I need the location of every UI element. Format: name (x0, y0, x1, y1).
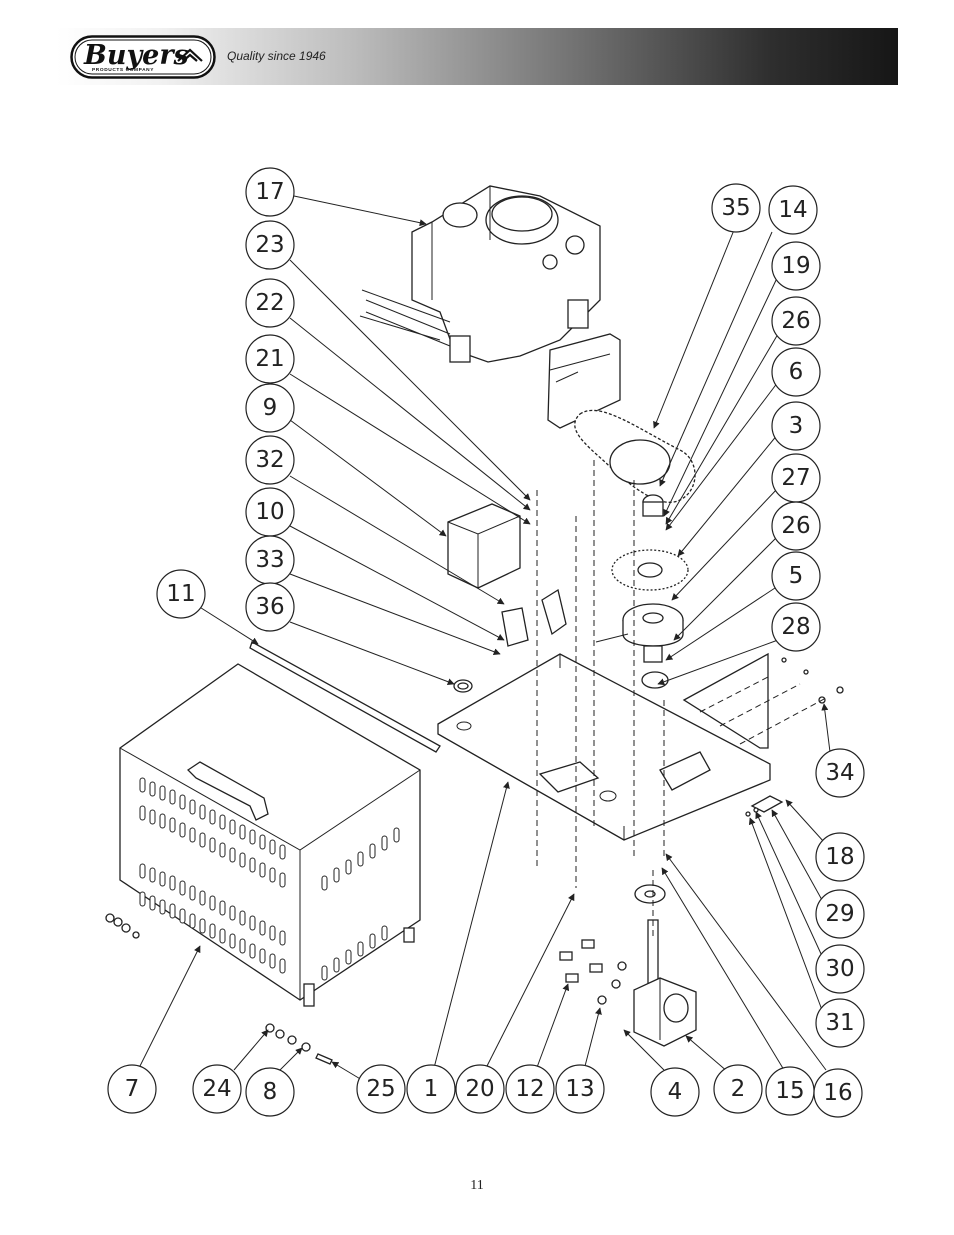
engine-part (359, 185, 621, 429)
svg-text:14: 14 (778, 197, 807, 223)
callout: 1 (406, 1064, 456, 1114)
callout: 35 (711, 183, 761, 233)
svg-text:24: 24 (202, 1076, 231, 1102)
assembly-axis-lines (536, 460, 827, 940)
callout: 9 (245, 383, 295, 433)
callout: 32 (245, 435, 295, 485)
callout: 22 (245, 278, 295, 328)
svg-text:28: 28 (781, 614, 810, 640)
callout: 18 (815, 832, 865, 882)
callout: 5 (771, 551, 821, 601)
callout: 24 (192, 1064, 242, 1114)
callout: 28 (771, 602, 821, 652)
svg-text:17: 17 (255, 179, 284, 205)
svg-text:31: 31 (825, 1010, 854, 1036)
svg-text:33: 33 (255, 547, 284, 573)
callout: 17 (245, 167, 295, 217)
side-plate-part (682, 652, 769, 749)
bracket-part (453, 588, 567, 693)
svg-text:3: 3 (789, 413, 804, 439)
svg-text:26: 26 (781, 513, 810, 539)
battery-part (447, 503, 521, 589)
hardware-part (105, 657, 844, 1065)
svg-text:35: 35 (721, 195, 750, 221)
svg-text:19: 19 (781, 253, 810, 279)
svg-text:12: 12 (515, 1076, 544, 1102)
svg-text:15: 15 (775, 1078, 804, 1104)
callout: 6 (771, 347, 821, 397)
svg-text:18: 18 (825, 844, 854, 870)
svg-text:8: 8 (263, 1079, 278, 1105)
callout: 14 (768, 185, 818, 235)
callout: 7 (107, 1064, 157, 1114)
svg-text:6: 6 (789, 359, 804, 385)
svg-text:25: 25 (366, 1076, 395, 1102)
svg-text:36: 36 (255, 594, 284, 620)
callout: 33 (245, 535, 295, 585)
leader-lines (137, 195, 831, 1081)
cover-vent-slots (139, 777, 400, 981)
callout: 12 (505, 1064, 555, 1114)
svg-text:32: 32 (255, 447, 284, 473)
callout: 31 (815, 998, 865, 1048)
callout: 19 (771, 241, 821, 291)
callout: 26 (771, 296, 821, 346)
gearbox-part (633, 884, 697, 1047)
callout: 23 (245, 220, 295, 270)
svg-text:27: 27 (781, 465, 810, 491)
svg-text:13: 13 (565, 1076, 594, 1102)
callout: 4 (650, 1067, 700, 1117)
callout: 29 (815, 889, 865, 939)
callout: 10 (245, 487, 295, 537)
svg-text:30: 30 (825, 956, 854, 982)
svg-text:22: 22 (255, 290, 284, 316)
svg-text:1: 1 (424, 1076, 439, 1102)
svg-text:29: 29 (825, 901, 854, 927)
svg-text:21: 21 (255, 346, 284, 372)
svg-text:PRODUCTS COMPANY: PRODUCTS COMPANY (92, 67, 154, 73)
callout: 13 (555, 1064, 605, 1114)
sprocket-clutch-part (595, 494, 689, 689)
callout: 2 (713, 1064, 763, 1114)
callout: 34 (815, 748, 865, 798)
buyers-logo: Buyers PRODUCTS COMPANY (70, 35, 216, 79)
callout: 11 (156, 569, 206, 619)
callout: 8 (245, 1067, 295, 1117)
svg-text:26: 26 (781, 308, 810, 334)
weather-strip-part (249, 641, 441, 753)
svg-text:10: 10 (255, 499, 284, 525)
base-plate-part (437, 653, 771, 841)
callout: 27 (771, 453, 821, 503)
svg-text:7: 7 (125, 1076, 140, 1102)
svg-text:9: 9 (263, 395, 278, 421)
svg-text:20: 20 (465, 1076, 494, 1102)
tagline: Quality since 1946 (227, 49, 326, 63)
callout: 36 (245, 582, 295, 632)
callout: 26 (771, 501, 821, 551)
svg-text:34: 34 (825, 760, 854, 786)
svg-text:2: 2 (731, 1076, 746, 1102)
callout: 30 (815, 944, 865, 994)
svg-text:16: 16 (823, 1080, 852, 1106)
page-number: 11 (470, 1178, 484, 1193)
callout: 21 (245, 334, 295, 384)
svg-text:4: 4 (668, 1079, 683, 1105)
svg-text:23: 23 (255, 232, 284, 258)
callout: 3 (771, 401, 821, 451)
callout: 16 (813, 1068, 863, 1118)
svg-text:11: 11 (166, 581, 195, 607)
callout: 15 (765, 1066, 815, 1116)
callout: 20 (455, 1064, 505, 1114)
svg-text:Buyers: Buyers (83, 40, 189, 71)
callout: 25 (356, 1064, 406, 1114)
svg-text:5: 5 (789, 563, 804, 589)
